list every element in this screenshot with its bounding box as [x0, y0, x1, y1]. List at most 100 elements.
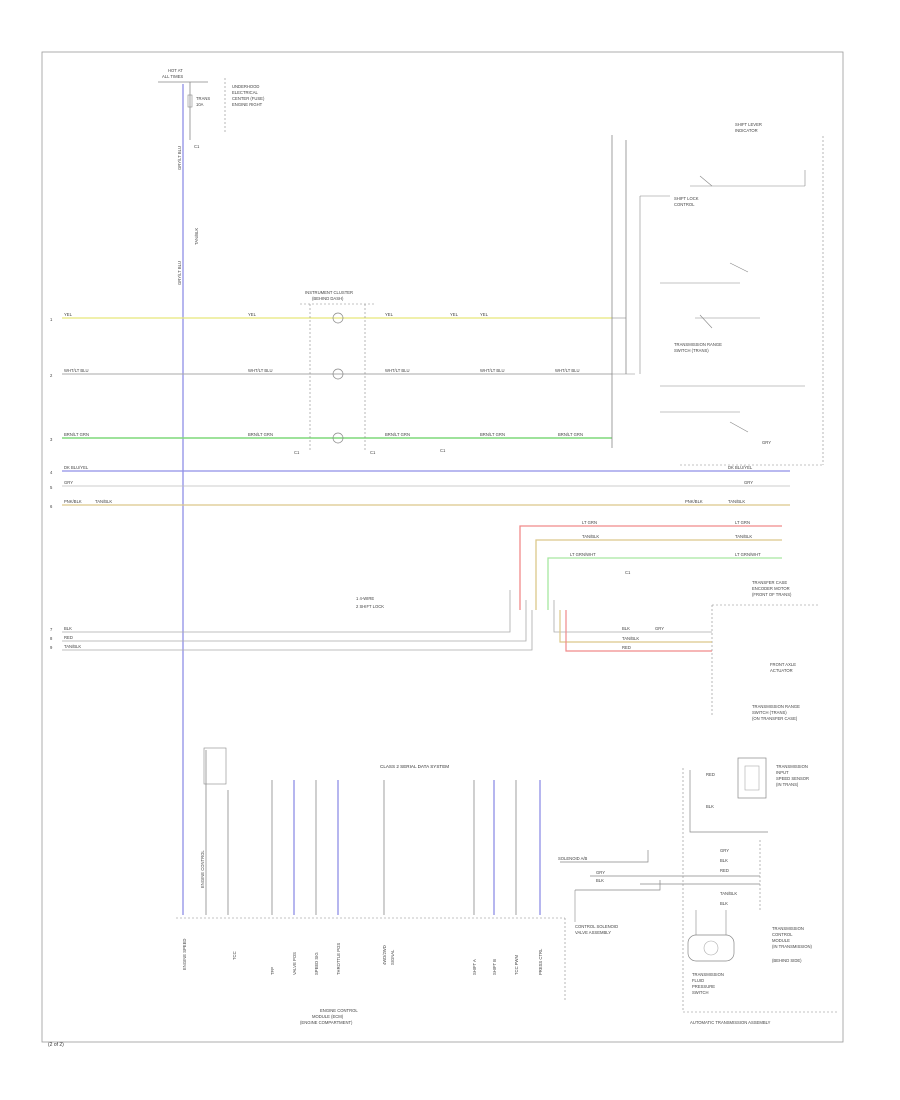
- wht-label-r3: WHT/LT BLU: [555, 368, 580, 373]
- shift-lever-line1: SHIFT LEVER: [735, 122, 762, 127]
- tan-label-left: PNK/BLK: [64, 499, 82, 504]
- diagram-frame: [41, 51, 844, 1043]
- pin-label-7: SIGNAL: [390, 949, 395, 965]
- top-fuse-block: HOT AT ALL TIMES TRANS 10A UNDERHOOD ELE…: [158, 68, 265, 132]
- left-pin-8: 8: [50, 636, 53, 641]
- ecm-block: ENGINE CONTROL MODULE (ECM) (ENGINE COMP…: [176, 917, 566, 1025]
- blue-wire-label-mid: GRY/LT BLU: [177, 261, 182, 285]
- ecm-line1: ENGINE CONTROL: [320, 1008, 358, 1013]
- solenoid-label: SOLENOID A/B: [558, 856, 588, 861]
- yel-label-r3: YEL: [480, 312, 489, 317]
- speed-sensor-line1: TRANSMISSION: [776, 764, 808, 769]
- horizontal-wires: [62, 317, 790, 506]
- shift-lever-bottom: GRY: [762, 440, 771, 445]
- lr-wire-1: BLK: [622, 626, 630, 631]
- tcm-pin-1: GRY: [720, 848, 729, 853]
- pin-label-6: 4WD/2WD: [382, 945, 387, 965]
- ipc-conn-right: C1: [370, 450, 376, 455]
- ecm-line3: (ENGINE COMPARTMENT): [300, 1020, 353, 1025]
- left-pin-4: 4: [50, 470, 53, 475]
- underhood-line4: ENGINE RIGHT: [232, 102, 263, 107]
- yel-label-r2: YEL: [450, 312, 459, 317]
- tcc-line1: CONTROL SOLENOID: [575, 924, 618, 929]
- page-label: (2 of 2): [48, 1042, 64, 1048]
- left-pin-5: 5: [50, 485, 53, 490]
- tcc-solenoid-block: CONTROL SOLENOID VALVE ASSEMBLY SOLENOID…: [558, 850, 760, 935]
- grn-label-left: BRN/LT GRN: [64, 432, 89, 437]
- left-pin-6: 6: [50, 504, 53, 509]
- tcm-line2: CONTROL: [772, 932, 793, 937]
- legend-line2: 2 SHIFT LOCK: [356, 604, 384, 609]
- ipc-line2: (BEHIND DASH): [312, 296, 344, 301]
- speed-sensor-line2: INPUT: [776, 770, 789, 775]
- pin-label-9: SHIFT B: [492, 959, 497, 975]
- trans-range-line2: SWITCH (TRANS): [752, 710, 787, 715]
- red-wire-label-r: LT GRN: [735, 520, 750, 525]
- top-fuse-line1: HOT AT: [168, 68, 183, 73]
- lamp-fuse-line2: 10A: [196, 102, 204, 107]
- lr-wire-2: TAN/BLK: [622, 636, 639, 641]
- tcm-line1: TRANSMISSION: [772, 926, 804, 931]
- ipc-conn-mid: C1: [440, 448, 446, 453]
- pin-label-3: VALVE POS: [292, 952, 297, 975]
- ipc-line1: INSTRUMENT CLUSTER: [305, 290, 353, 295]
- assembly-label: AUTOMATIC TRANSMISSION ASSEMBLY: [690, 1020, 771, 1025]
- ipc-conn-left: C1: [294, 450, 300, 455]
- yel-label-mid: YEL: [248, 312, 257, 317]
- tcm-line3: MODULE: [772, 938, 790, 943]
- valve-line3: PRESSURE: [692, 984, 715, 989]
- tcm-pin-4: TAN/BLK: [720, 891, 737, 896]
- wht-label-left: WHT/LT BLU: [64, 368, 89, 373]
- sol-wire-2: BLK: [596, 878, 604, 883]
- tcm-sub2: (BEHIND SIDE): [772, 958, 802, 963]
- grn-label-r1: BRN/LT GRN: [385, 432, 410, 437]
- valve-line4: SWITCH: [692, 990, 709, 995]
- blu-label-left: DK BLU/YEL: [64, 465, 89, 470]
- transfer-motor-line1: FRONT AXLE: [770, 662, 796, 667]
- yel-label-r1: YEL: [385, 312, 394, 317]
- underhood-line3: CENTER (FUSE): [232, 96, 265, 101]
- lower-wire-label-3: TAN/BLK: [64, 644, 81, 649]
- ecm-line2: MODULE (ECM): [312, 1014, 344, 1019]
- left-pin-2: 2: [50, 373, 53, 378]
- lower-wire-label-1: BLK: [64, 626, 72, 631]
- sol-wire-1: GRY: [596, 870, 605, 875]
- transfer-line1: TRANSFER CASE: [752, 580, 787, 585]
- lamp-fuse-line1: TRANS: [196, 96, 210, 101]
- conn-right-mid: C1: [625, 570, 631, 575]
- tcm-pin-2: BLK: [720, 858, 728, 863]
- tcm-sub1: (IN TRANSMISSION): [772, 944, 813, 949]
- tcm-block: GRY BLK RED TAN/BLK BLK TRANSMISSION CON…: [720, 840, 813, 963]
- trans-range-line1: TRANSMISSION RANGE: [752, 704, 800, 709]
- ss-wire-1: RED: [706, 772, 715, 777]
- left-pin-9: 9: [50, 645, 53, 650]
- lr-wire-3: RED: [622, 645, 631, 650]
- bus-header: CLASS 2 SERIAL DATA SYSTEM: [380, 764, 449, 769]
- underhood-line1: UNDERHOOD: [232, 84, 259, 89]
- pin-label-0: ENGINE SPEED: [182, 939, 187, 970]
- transfer-line2: ENCODER MOTOR: [752, 586, 790, 591]
- ltgrn-wire-label-r: LT GRN/WHT: [735, 552, 761, 557]
- grn-label-mid: BRN/LT GRN: [248, 432, 273, 437]
- yel-label-left: YEL: [64, 312, 73, 317]
- tcm-pin-5: BLK: [720, 901, 728, 906]
- grn-label-r2: BRN/LT GRN: [480, 432, 505, 437]
- pin-label-1: TCC: [232, 951, 237, 960]
- left-pin-7: 7: [50, 627, 53, 632]
- pin-label-4: SPEED SIG: [314, 952, 319, 975]
- tan-label-r2: TAN/BLK: [728, 499, 745, 504]
- ecm-label-v: ENGINE CONTROL: [200, 850, 205, 888]
- red-wire-label: LT GRN: [582, 520, 597, 525]
- tcc-line2: VALVE ASSEMBLY: [575, 930, 611, 935]
- shift-lever-switch-block: SHIFT LEVER INDICATOR SHIFT LOCK CONTROL…: [639, 122, 824, 466]
- transfer-line3: (FRONT OF TRANS): [752, 592, 792, 597]
- transfer-motor-line2: ACTUATOR: [770, 668, 793, 673]
- shift-lever-line2: INDICATOR: [735, 128, 758, 133]
- pin-label-11: PRESS CTRL: [538, 948, 543, 975]
- wht-label-r1: WHT/LT BLU: [385, 368, 410, 373]
- shift-lock-line1: SHIFT LOCK: [674, 196, 699, 201]
- bottom-verticals: ENGINE CONTROL: [200, 747, 541, 915]
- bottom-pin-labels: ENGINE SPEED TCC TFP VALVE POS SPEED SIG…: [182, 939, 543, 975]
- speed-sensor-line3: SPEED SENSOR: [776, 776, 809, 781]
